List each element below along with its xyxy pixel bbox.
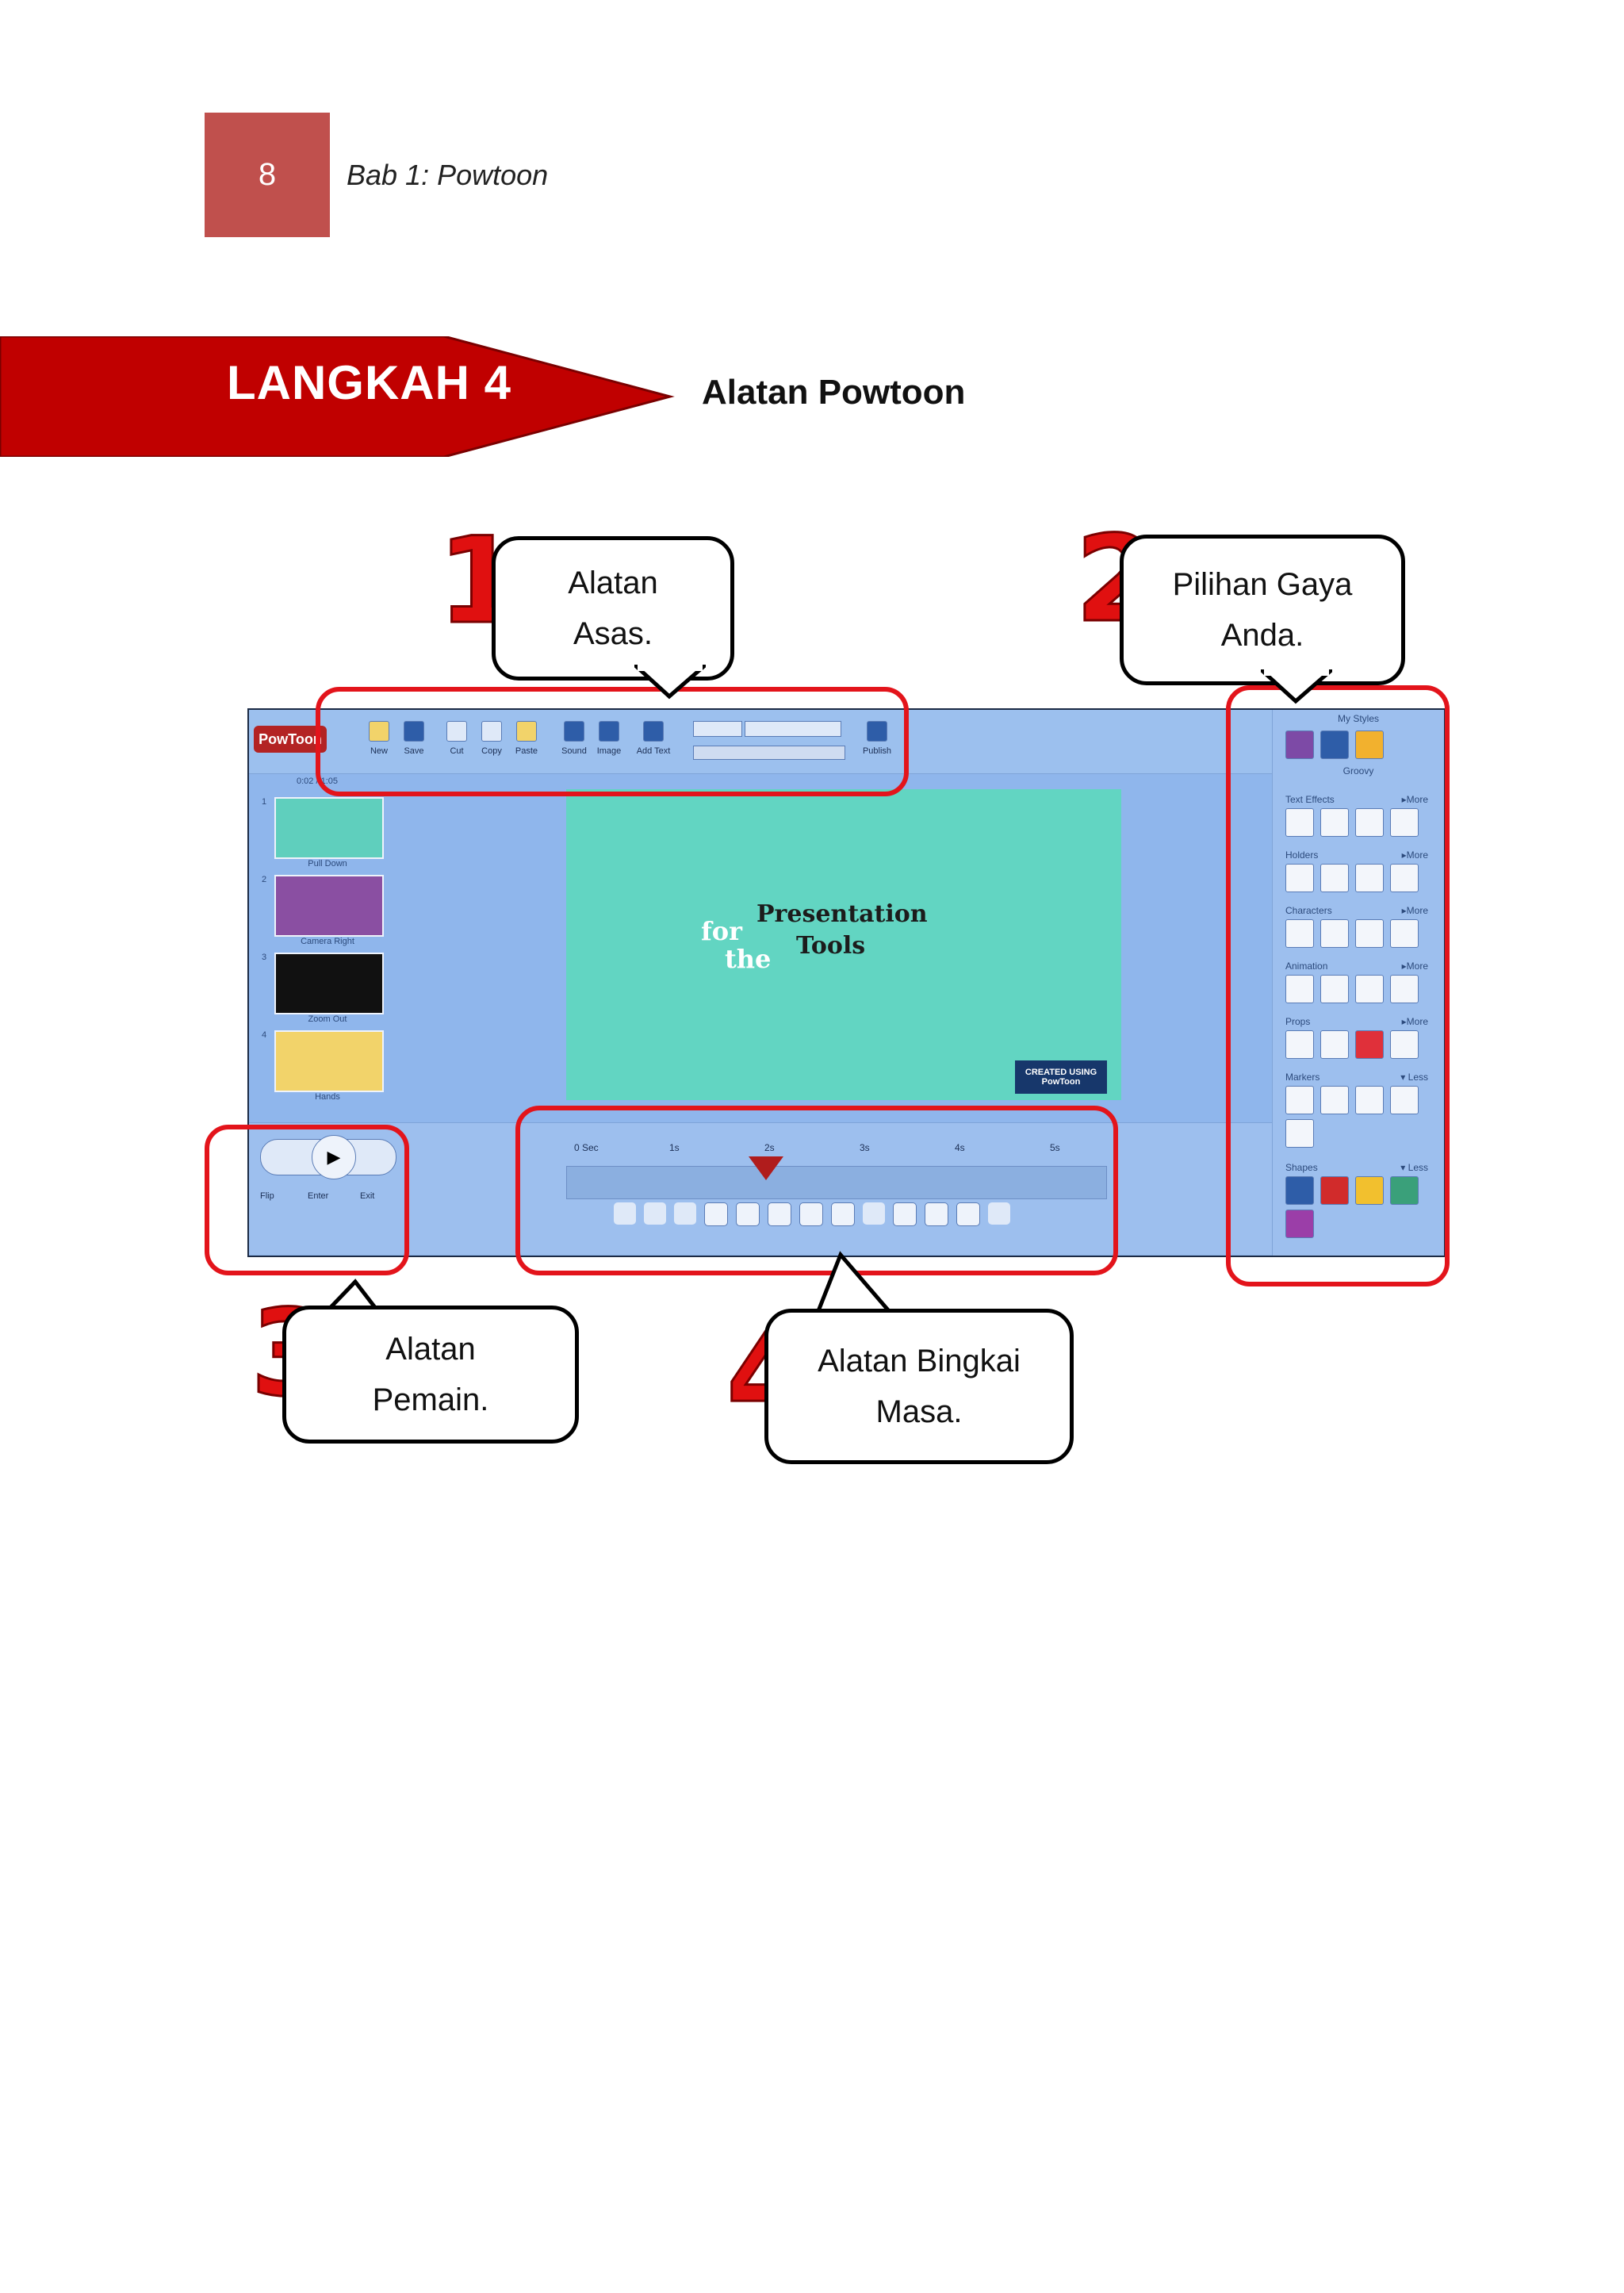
sound-button[interactable]: Sound — [557, 721, 592, 756]
section-shapes: Shapes▾ Less — [1285, 1162, 1428, 1173]
page-number: 8 — [258, 157, 277, 192]
paste-icon — [516, 721, 537, 742]
my-styles-title: My Styles — [1337, 713, 1379, 724]
player-controls[interactable]: ▶ — [260, 1135, 396, 1179]
stage-text-the: the — [725, 944, 772, 974]
slide-thumb-4[interactable] — [274, 1030, 384, 1092]
enter-label: Enter — [308, 1191, 329, 1201]
slide-list: 1 Pull Down 2 Camera Right 3 Zoom Out 4 … — [259, 786, 395, 1175]
powtoon-logo: PowToon — [254, 726, 327, 753]
audio-waveform — [566, 1166, 1107, 1199]
publish-button[interactable]: Publish — [860, 721, 894, 756]
slide-thumb-1[interactable] — [274, 797, 384, 859]
slide-label: Zoom Out — [308, 1014, 347, 1024]
new-icon — [369, 721, 389, 742]
highlight-basic-tools — [316, 687, 909, 796]
section-title: Alatan Powtoon — [702, 373, 966, 412]
font-controls[interactable] — [693, 721, 845, 760]
add-text-button[interactable]: Add Text — [636, 721, 671, 756]
slide-label: Camera Right — [301, 937, 354, 946]
chapter-title: Bab 1: Powtoon — [347, 159, 549, 191]
flip-label: Flip — [260, 1191, 274, 1201]
style-carousel[interactable] — [1285, 730, 1428, 759]
copy-button[interactable]: Copy — [474, 721, 509, 756]
save-icon — [404, 721, 424, 742]
callout-tail-2 — [1261, 669, 1332, 704]
stage-title-1: Presentation — [756, 900, 928, 928]
playhead-marker[interactable] — [749, 1156, 783, 1180]
scissors-icon — [446, 721, 467, 742]
section-holders: Holders▸More — [1285, 849, 1428, 861]
publish-icon — [867, 721, 887, 742]
paste-button[interactable]: Paste — [509, 721, 544, 756]
stage-text-for: for — [701, 916, 742, 946]
powtoon-screenshot: PowToon New Save Cut Copy Paste Sound Im… — [247, 708, 1445, 1257]
music-note-icon — [564, 721, 584, 742]
highlight-player — [205, 1125, 409, 1275]
copy-icon — [481, 721, 502, 742]
slide-thumb-3[interactable] — [274, 953, 384, 1014]
highlight-styles — [1226, 685, 1450, 1286]
play-icon[interactable]: ▶ — [312, 1135, 356, 1179]
style-name: Groovy — [1342, 765, 1374, 776]
section-characters: Characters▸More — [1285, 905, 1428, 916]
slide-label: Pull Down — [308, 859, 347, 869]
save-button[interactable]: Save — [396, 721, 431, 756]
timeline[interactable]: 0 Sec 1s 2s 3s 4s 5s — [566, 1142, 1107, 1221]
section-markers: Markers▾ Less — [1285, 1072, 1428, 1083]
slide-canvas[interactable]: for the Presentation Tools CREATED USING… — [566, 789, 1121, 1100]
timeline-objects — [614, 1202, 1010, 1226]
stage-title-2: Tools — [796, 932, 866, 960]
callout-tail-1 — [634, 665, 706, 700]
image-icon — [599, 721, 619, 742]
page-number-box: 8 — [205, 113, 330, 237]
section-props: Props▸More — [1285, 1016, 1428, 1027]
step-label: LANGKAH 4 — [227, 356, 512, 409]
highlight-timeline — [515, 1106, 1118, 1275]
exit-label: Exit — [360, 1191, 375, 1201]
new-button[interactable]: New — [362, 721, 396, 756]
slide-label: Hands — [315, 1092, 340, 1102]
toolbar: PowToon New Save Cut Copy Paste Sound Im… — [249, 710, 1443, 774]
image-button[interactable]: Image — [592, 721, 626, 756]
cut-button[interactable]: Cut — [439, 721, 474, 756]
step-banner — [0, 336, 675, 457]
slide-thumb-2[interactable] — [274, 875, 384, 937]
section-text-effects: Text Effects▸More — [1285, 794, 1428, 805]
styles-panel: My Styles Groovy Text Effects▸More Holde… — [1272, 710, 1444, 1256]
bottom-panel: ▶ Flip Enter Exit 0 Sec 1s 2s 3s 4s 5s — [249, 1122, 1272, 1255]
text-icon — [643, 721, 664, 742]
section-animation: Animation▸More — [1285, 961, 1428, 972]
